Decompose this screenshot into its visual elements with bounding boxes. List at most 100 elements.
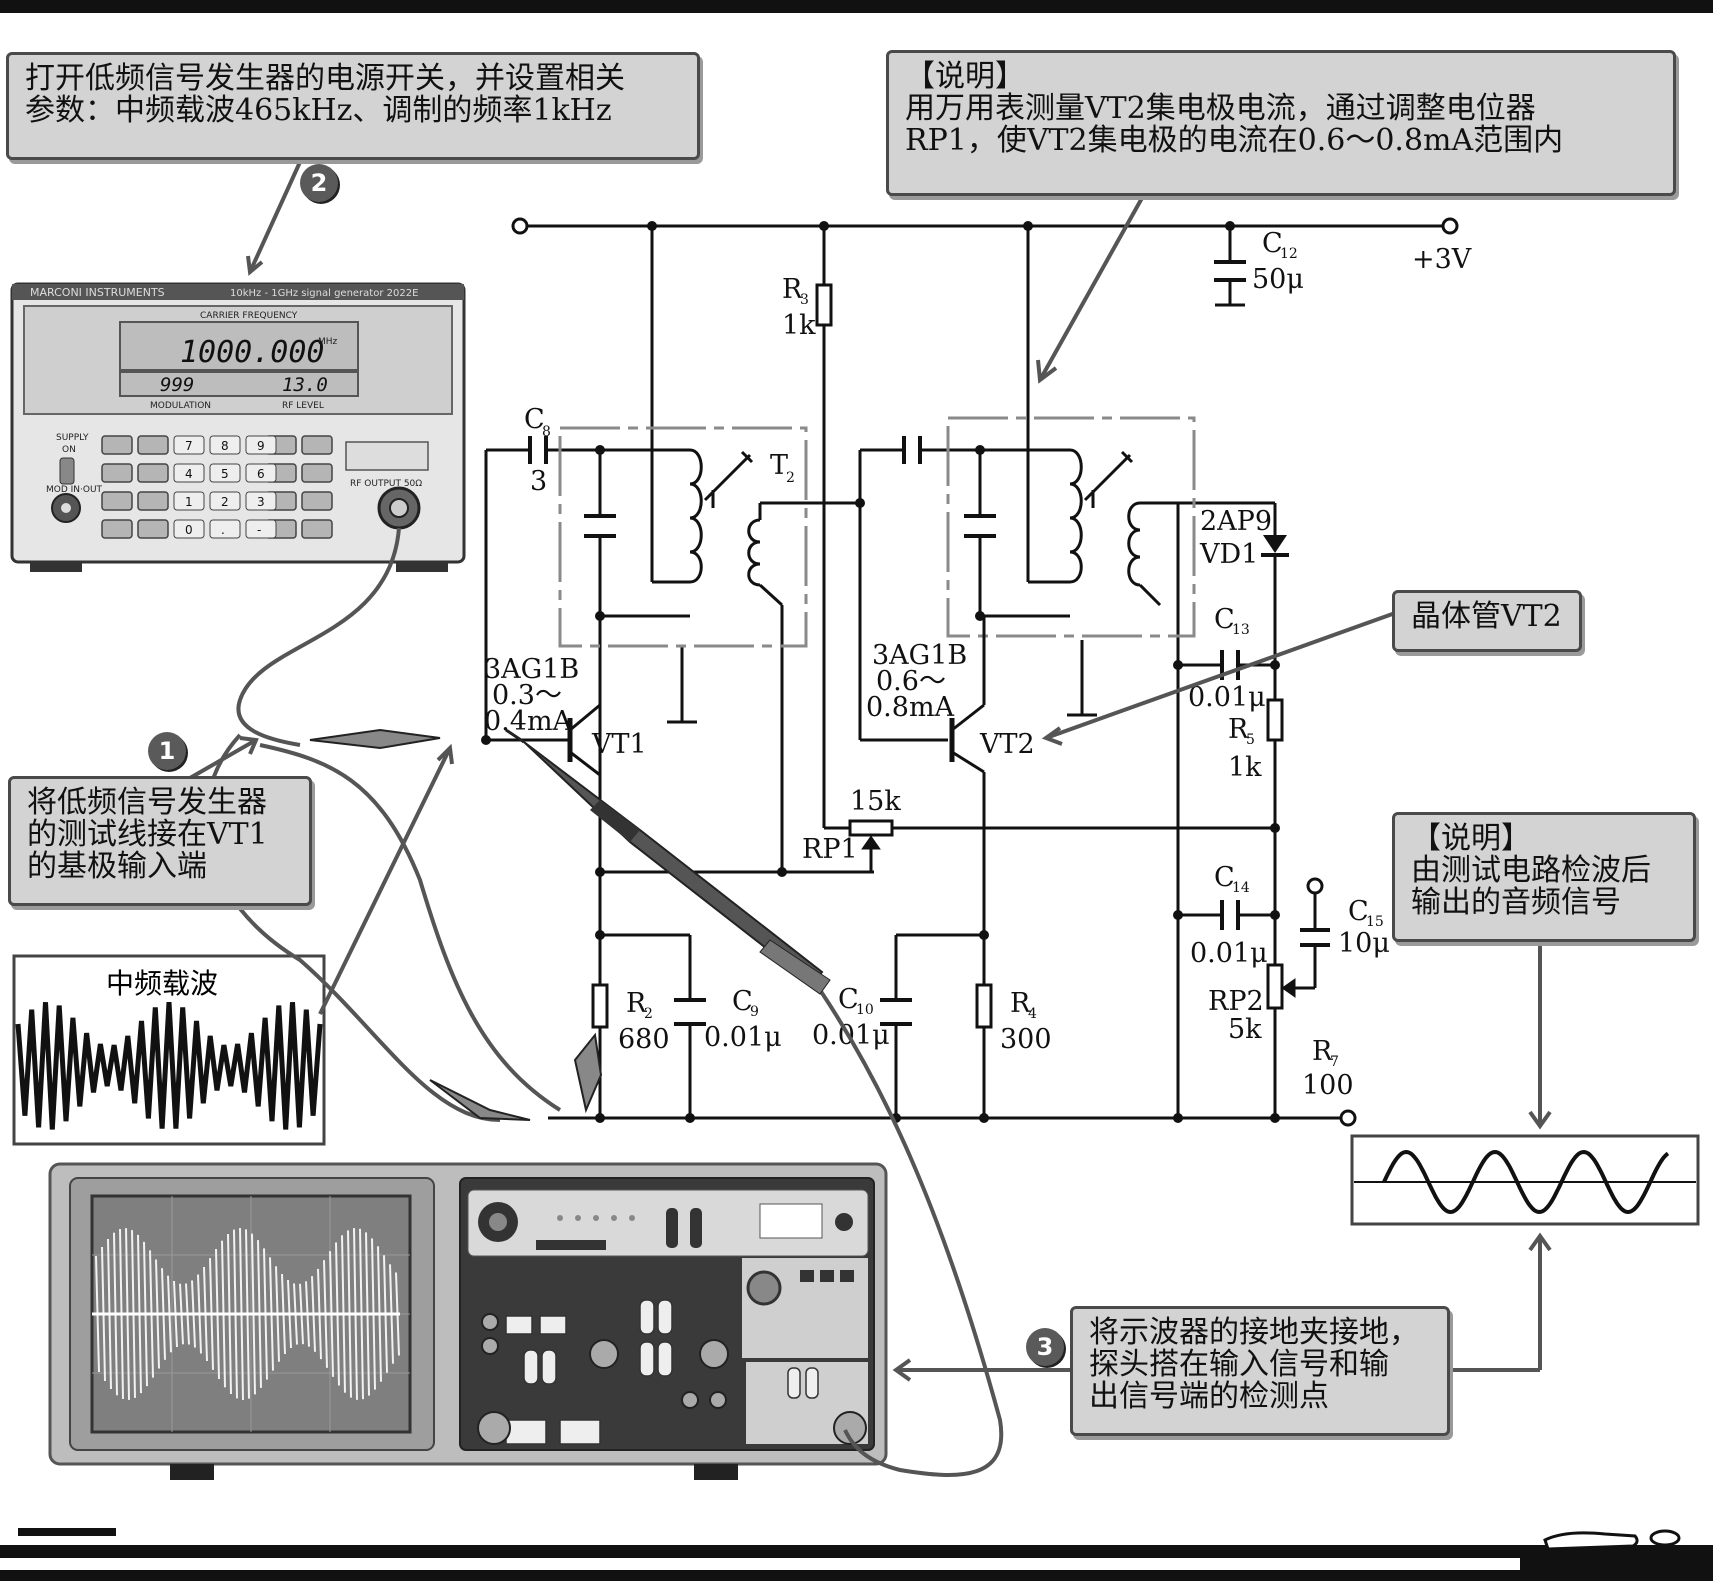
step3-line-2: 探头搭在输入信号和输 — [1089, 1347, 1389, 1382]
vt2-type: 3AG1B — [872, 640, 967, 671]
generator-key-label: 4 — [185, 467, 193, 481]
r5-value: 1k — [1228, 752, 1262, 783]
c10-sub: 10 — [856, 1002, 874, 1018]
step2-callout: 打开低频信号发生器的电源开关，并设置相关 参数：中频载波465kHz、调制的频率… — [6, 52, 700, 160]
generator-key-label: 1 — [185, 495, 193, 509]
top-note-heading: 【说明】 — [905, 59, 1025, 94]
vt2-current-1: 0.6～ — [876, 666, 946, 697]
r4-value: 300 — [1000, 1024, 1052, 1055]
step1-callout: 将低频信号发生器 的测试线接在VT1 的基极输入端 — [8, 776, 312, 906]
transistor-vt2-text: 晶体管VT2 — [1411, 599, 1562, 634]
generator-key — [209, 435, 241, 455]
step3-badge: 3 — [1026, 1328, 1064, 1366]
c13-sub: 13 — [1232, 622, 1250, 638]
c13-label: C — [1214, 604, 1235, 635]
modulation-label: MODULATION — [150, 401, 211, 411]
r7-sub: 7 — [1330, 1054, 1339, 1070]
pencil-icon — [1543, 1529, 1681, 1551]
t2-shield-box — [558, 426, 808, 648]
r3-label: R — [782, 274, 803, 305]
top-border — [0, 0, 1713, 13]
generator-key-label: 7 — [185, 439, 193, 453]
generator-key — [245, 463, 277, 483]
rp2-value: 5k — [1228, 1014, 1262, 1045]
c8-label: C — [524, 404, 545, 435]
resistors — [591, 283, 1284, 1029]
step1-badge: 1 — [148, 732, 186, 770]
bottom-left-mark — [18, 1528, 116, 1536]
oscilloscope — [48, 1162, 888, 1480]
step3-callout: 将示波器的接地夹接地， 探头搭在输入信号和输 出信号端的检测点 — [1070, 1306, 1450, 1436]
step1-line-3: 的基极输入端 — [27, 849, 207, 884]
terminals — [511, 217, 1459, 1127]
bottom-corner-block — [1520, 1555, 1713, 1581]
generator-key — [209, 519, 241, 539]
generator-key-label: 2 — [221, 495, 229, 509]
r3-sub: 3 — [800, 292, 809, 308]
generator-model: 10kHz - 1GHz signal generator 2022E — [230, 288, 418, 299]
vt1-type: 3AG1B — [484, 654, 579, 685]
circuit-wires — [484, 224, 1450, 1120]
generator-key-label: 3 — [257, 495, 265, 509]
r7-label: R — [1312, 1036, 1333, 1067]
level-display: 13.0 — [282, 374, 328, 396]
vt2-symbol — [949, 616, 986, 774]
pot-wipers — [861, 835, 1296, 998]
alligator-clips — [309, 728, 603, 1121]
c12-sub: 12 — [1280, 246, 1298, 262]
c9-sub: 9 — [750, 1004, 759, 1020]
generator-key — [245, 435, 277, 455]
vd1-type: 2AP9 — [1200, 506, 1272, 537]
oscilloscope-probe — [505, 728, 831, 995]
step2-line-1: 打开低频信号发生器的电源开关，并设置相关 — [25, 61, 625, 96]
vt1-symbol — [567, 690, 602, 777]
rp1-value: 15k — [850, 786, 901, 817]
rf-level-label: RF LEVEL — [282, 401, 324, 411]
carrier-frequency-label: CARRIER FREQUENCY — [200, 311, 298, 321]
supply-label: +3V — [1412, 244, 1472, 275]
t2-sub: 2 — [786, 470, 795, 486]
signal-generator: MARCONI INSTRUMENTS 10kHz - 1GHz signal … — [10, 282, 466, 572]
generator-key-label: 5 — [221, 467, 229, 481]
generator-key — [173, 435, 205, 455]
r2-label: R — [626, 988, 647, 1019]
vd1-label: VD1 — [1199, 539, 1258, 570]
generator-key-label: - — [257, 523, 261, 537]
capacitors — [528, 260, 1330, 1026]
rf-output-label: RF OUTPUT 50Ω — [350, 479, 422, 489]
right-note-line-1: 由测试电路检波后 — [1411, 853, 1651, 888]
supply-switch-label: SUPPLY — [56, 433, 89, 443]
r2-sub: 2 — [644, 1006, 653, 1022]
generator-key-label: 6 — [257, 467, 265, 481]
c15-label: C — [1348, 896, 1369, 927]
carrier-wave-title: 中频载波 — [100, 962, 225, 1002]
c10-label: C — [838, 984, 859, 1015]
rp1-label: RP1 — [802, 834, 858, 865]
vt2-label: VT2 — [979, 729, 1035, 760]
step2-badge: 2 — [300, 164, 338, 202]
top-note-callout: 【说明】 用万用表测量VT2集电极电流，通过调整电位器 RP1，使VT2集电极的… — [886, 50, 1676, 196]
mod-in-out-label: MOD IN·OUT — [46, 485, 103, 495]
r4-sub: 4 — [1028, 1006, 1037, 1022]
c14-label: C — [1214, 862, 1235, 893]
junction-dots — [481, 221, 1280, 1123]
leader-arrows — [189, 161, 1552, 1382]
generator-key — [173, 463, 205, 483]
generator-key-label: . — [221, 523, 225, 537]
c15-sub: 15 — [1366, 914, 1384, 930]
generator-key — [209, 463, 241, 483]
c14-sub: 14 — [1232, 880, 1250, 896]
diode-vd1 — [1261, 535, 1289, 557]
t3-shield-box — [946, 416, 1196, 638]
supply-on-label: ON — [62, 445, 76, 455]
right-note-heading: 【说明】 — [1411, 821, 1531, 856]
vt1-label: VT1 — [591, 729, 647, 760]
test-cables — [204, 527, 1004, 1477]
generator-key — [245, 519, 277, 539]
c13-value: 0.01μ — [1188, 682, 1266, 713]
step3-line-1: 将示波器的接地夹接地， — [1089, 1315, 1419, 1350]
r3-value: 1k — [782, 310, 816, 341]
c8-sub: 8 — [542, 424, 551, 440]
c12-value: 50μ — [1252, 264, 1304, 295]
c15-value: 10μ — [1338, 928, 1390, 959]
